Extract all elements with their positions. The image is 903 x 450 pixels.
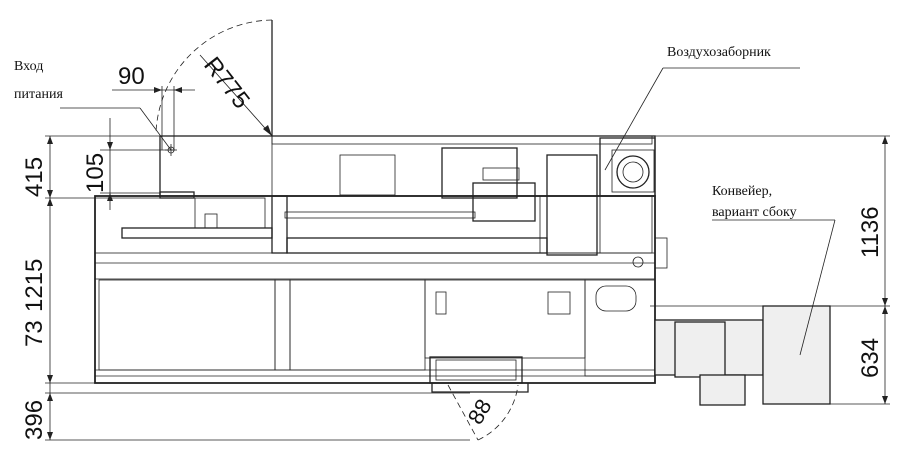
label-power-input-line2: питания <box>14 87 63 102</box>
leader-lines <box>60 67 836 356</box>
dim-1215: 1215 <box>21 259 48 312</box>
machine-body <box>94 135 668 384</box>
dim-105: 105 <box>82 153 109 193</box>
dimension-lines <box>47 87 888 440</box>
label-power-input-line1: Вход <box>14 59 43 74</box>
dim-396: 396 <box>21 400 48 440</box>
dim-r775: R775 <box>198 52 255 114</box>
dim-634: 634 <box>857 338 884 378</box>
dim-1136: 1136 <box>857 206 884 258</box>
label-conveyor-line2: вариант сбоку <box>712 205 797 220</box>
door-swing-arc <box>155 19 273 137</box>
dim-90: 90 <box>118 63 145 90</box>
front-door <box>429 356 529 441</box>
dim-88: 88 <box>463 395 497 429</box>
dim-73: 73 <box>21 320 48 347</box>
side-conveyor <box>654 305 831 406</box>
label-air-intake: Воздухозаборник <box>667 45 771 60</box>
dim-415: 415 <box>21 157 48 197</box>
label-conveyor-line1: Конвейер, <box>712 184 772 199</box>
